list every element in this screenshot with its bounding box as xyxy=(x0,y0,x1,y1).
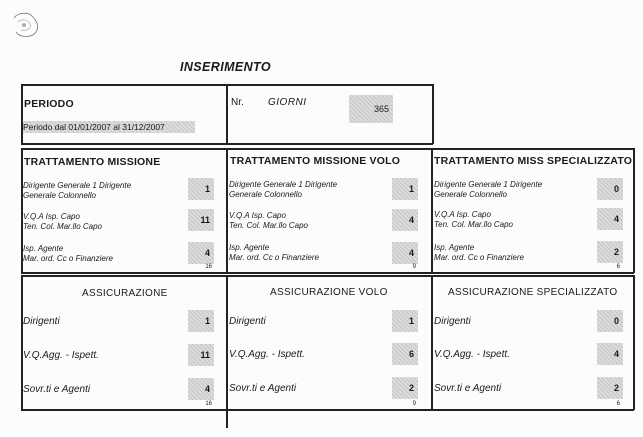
trattamento-bottom-border xyxy=(21,272,634,274)
t3-row3-value-field[interactable]: 2 xyxy=(597,241,623,263)
giorni-label: GIORNI xyxy=(268,97,307,108)
t2-row2-line2: Ten. Col. Mar.llo Capo xyxy=(229,221,308,230)
periodo-label: PERIODO xyxy=(24,98,74,110)
assicurazione-header: ASSICURAZIONE xyxy=(82,288,168,299)
a2-row2-label: V.Q.Agg. - Ispett. xyxy=(229,349,305,360)
assicurazione-divider-2 xyxy=(431,275,433,410)
a1-row1-label: Dirigenti xyxy=(23,316,60,327)
t3-row1-line2: Generale Colonnello xyxy=(434,190,507,199)
a3-row3-value-field[interactable]: 2 xyxy=(597,377,623,399)
t1-row3-line2: Mar. ord. Cc o Finanziere xyxy=(23,254,113,263)
assicurazione-divider-1 xyxy=(226,275,228,410)
t2-row1-line2: Generale Colonnello xyxy=(229,190,302,199)
t3-total: 6 xyxy=(616,264,620,270)
trattamento-divider-1 xyxy=(226,148,228,273)
t1-row1-line2: Generale Colonnello xyxy=(23,191,96,200)
a1-row2-label: V.Q.Agg. - Ispett. xyxy=(23,350,99,361)
a1-row3-value-field[interactable]: 4 xyxy=(188,378,214,400)
trattamento-missione-header: TRATTAMENTO MISSIONE xyxy=(24,156,161,168)
t1-total: 16 xyxy=(205,264,212,270)
a2-row3-label: Sovr.ti e Agenti xyxy=(229,383,297,394)
bottom-tick-1 xyxy=(226,410,228,428)
t2-row3-line2: Mar. ord. Cc o Finanziere xyxy=(229,253,319,262)
periodo-range: Periodo dal 01/01/2007 al 31/12/2007 xyxy=(23,121,195,133)
t3-row2-line2: Ten. Col. Mar.llo Capo xyxy=(434,220,513,229)
periodo-left-border xyxy=(21,84,23,144)
a3-row1-label: Dirigenti xyxy=(434,316,471,327)
a3-total: 6 xyxy=(616,401,620,407)
a2-total: 9 xyxy=(412,401,416,407)
seal-logo-icon xyxy=(13,12,39,37)
t1-row2-value-field[interactable]: 11 xyxy=(188,209,214,231)
a2-row1-label: Dirigenti xyxy=(229,316,266,327)
t3-row1-line1: Dirigente Generale 1 Dirigente xyxy=(434,180,543,189)
a3-row2-label: V.Q.Agg. - Ispett. xyxy=(434,349,510,360)
a1-total: 16 xyxy=(205,401,212,407)
t3-row1-value-field[interactable]: 0 xyxy=(597,178,623,200)
assicurazione-bottom-border xyxy=(21,409,634,411)
a1-row2-value-field[interactable]: 11 xyxy=(188,344,214,366)
t2-row2-value-field[interactable]: 4 xyxy=(392,209,418,231)
assicurazione-specializzato-header: ASSICURAZIONE SPECIALIZZATO xyxy=(448,287,618,298)
t1-row2-line1: V.Q.A Isp. Capo xyxy=(23,212,80,221)
t2-row2-line1: V.Q.A Isp. Capo xyxy=(229,211,286,220)
t3-row2-line1: V.Q.A Isp. Capo xyxy=(434,210,491,219)
periodo-right-border xyxy=(432,84,434,144)
a2-row1-value-field[interactable]: 1 xyxy=(392,310,418,332)
assicurazione-right-border xyxy=(633,275,635,410)
a3-row2-value-field[interactable]: 4 xyxy=(597,343,623,365)
nr-label: Nr. xyxy=(231,97,244,108)
assicurazione-top-border xyxy=(21,275,634,277)
trattamento-right-border xyxy=(633,148,635,273)
t2-total: 9 xyxy=(412,264,416,270)
trattamento-top-border xyxy=(21,148,634,150)
page-title: INSERIMENTO xyxy=(180,60,271,74)
assicurazione-volo-header: ASSICURAZIONE VOLO xyxy=(270,287,388,298)
t1-row2-line2: Ten. Col. Mar.llo Capo xyxy=(23,222,102,231)
giorni-value-field[interactable]: 365 xyxy=(349,95,393,123)
a3-row1-value-field[interactable]: 0 xyxy=(597,310,623,332)
t1-row3-value-field[interactable]: 4 xyxy=(188,242,214,264)
trattamento-miss-specializzato-header: TRATTAMENTO MISS SPECIALIZZATO xyxy=(434,155,633,167)
t3-row3-line2: Mar. ord. Cc o Finanziere xyxy=(434,253,524,262)
t2-row1-value-field[interactable]: 1 xyxy=(392,178,418,200)
assicurazione-left-border xyxy=(21,275,23,410)
t1-row3-line1: Isp. Agente xyxy=(23,244,64,253)
trattamento-missione-volo-header: TRATTAMENTO MISSIONE VOLO xyxy=(230,155,401,167)
t3-row2-value-field[interactable]: 4 xyxy=(597,208,623,230)
periodo-divider xyxy=(226,84,228,144)
a1-row1-value-field[interactable]: 1 xyxy=(188,310,214,332)
a1-row3-label: Sovr.ti e Agenti xyxy=(23,384,91,395)
a2-row3-value-field[interactable]: 2 xyxy=(392,377,418,399)
t2-row1-line1: Dirigente Generale 1 Dirigente xyxy=(229,180,338,189)
t3-row3-line1: Isp. Agente xyxy=(434,243,475,252)
trattamento-left-border xyxy=(21,148,23,273)
t1-row1-value-field[interactable]: 1 xyxy=(188,178,214,200)
t1-row1-line1: Dirigente Generale 1 Dirigente xyxy=(23,181,132,190)
t2-row3-line1: Isp. Agente xyxy=(229,243,270,252)
t2-row3-value-field[interactable]: 4 xyxy=(392,242,418,264)
a2-row2-value-field[interactable]: 6 xyxy=(392,343,418,365)
a3-row3-label: Sovr.ti e Agenti xyxy=(434,383,502,394)
trattamento-divider-2 xyxy=(431,148,433,273)
